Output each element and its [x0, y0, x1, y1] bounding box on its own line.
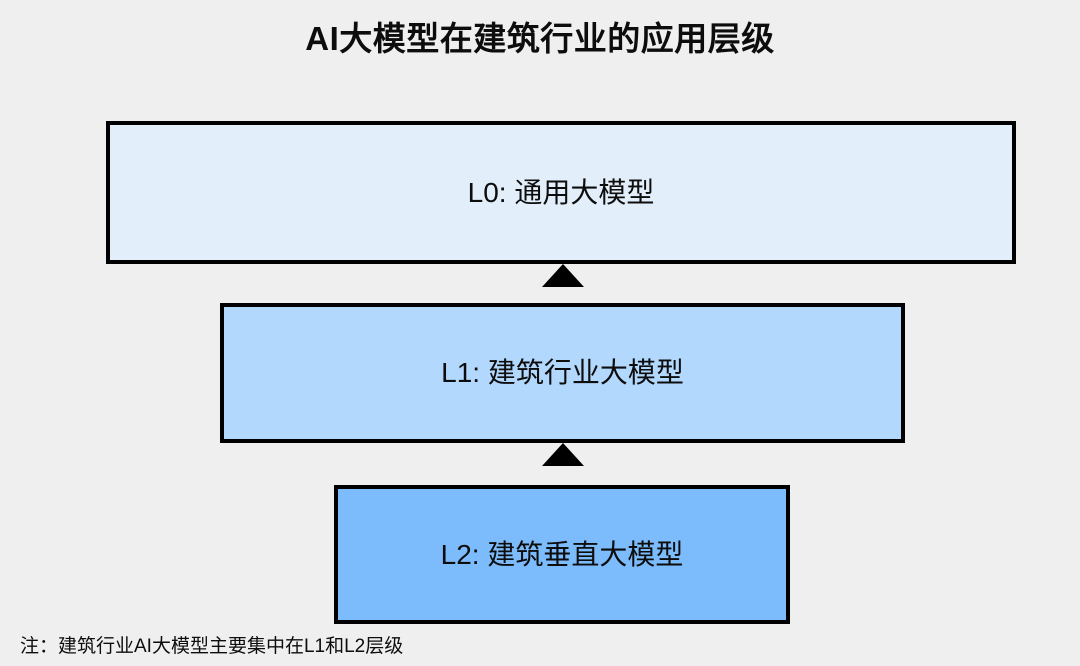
layer-label-l2: L2: 建筑垂直大模型	[440, 538, 684, 570]
layer-label-l0: L0: 通用大模型	[467, 176, 655, 208]
layer-box-l1: L1: 建筑行业大模型	[220, 303, 905, 443]
arrow-up-icon	[542, 443, 584, 466]
layer-label-l1: L1: 建筑行业大模型	[441, 357, 684, 388]
layer-box-l0: L0: 通用大模型	[106, 121, 1016, 264]
page-title: AI大模型在建筑行业的应用层级	[305, 20, 775, 57]
layer-box-l2: L2: 建筑垂直大模型	[334, 485, 790, 624]
arrow-up-icon	[542, 264, 584, 287]
diagram-footnote: 注：建筑行业AI大模型主要集中在L1和L2层级	[20, 636, 404, 657]
